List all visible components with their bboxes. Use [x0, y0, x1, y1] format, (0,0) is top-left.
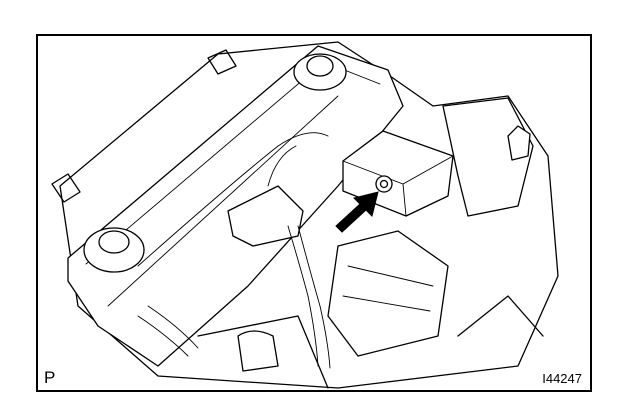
harness-bundle [287, 225, 331, 369]
illustration-frame: P I44247 [36, 34, 592, 392]
bottom-left-fitting [237, 330, 279, 372]
control-unit-front-edge [402, 183, 407, 217]
mount-tab-left [51, 173, 81, 203]
bottom-frame-rail [197, 295, 544, 389]
dome-cap-top [293, 53, 347, 91]
harness-wire-upper [137, 132, 329, 267]
pointer-arrow [335, 191, 379, 233]
cowl-panel-outline [59, 41, 559, 389]
lower-bracket [327, 230, 449, 357]
figure-id-label: I44247 [542, 371, 582, 386]
mounting-bolt [375, 175, 393, 193]
view-code-label: P [44, 368, 56, 387]
head-cover-seam [107, 95, 339, 307]
sensor-stud [507, 125, 531, 161]
head-cover [67, 45, 404, 367]
front-hose [137, 305, 199, 357]
relay-block [442, 97, 534, 217]
connector-lead [267, 145, 297, 187]
dome-cap-left [83, 227, 145, 273]
mount-tab-top [207, 49, 237, 75]
engine-bay-line-drawing [51, 41, 559, 389]
lower-bracket-rib [342, 265, 434, 312]
harness-bracket [227, 185, 304, 247]
